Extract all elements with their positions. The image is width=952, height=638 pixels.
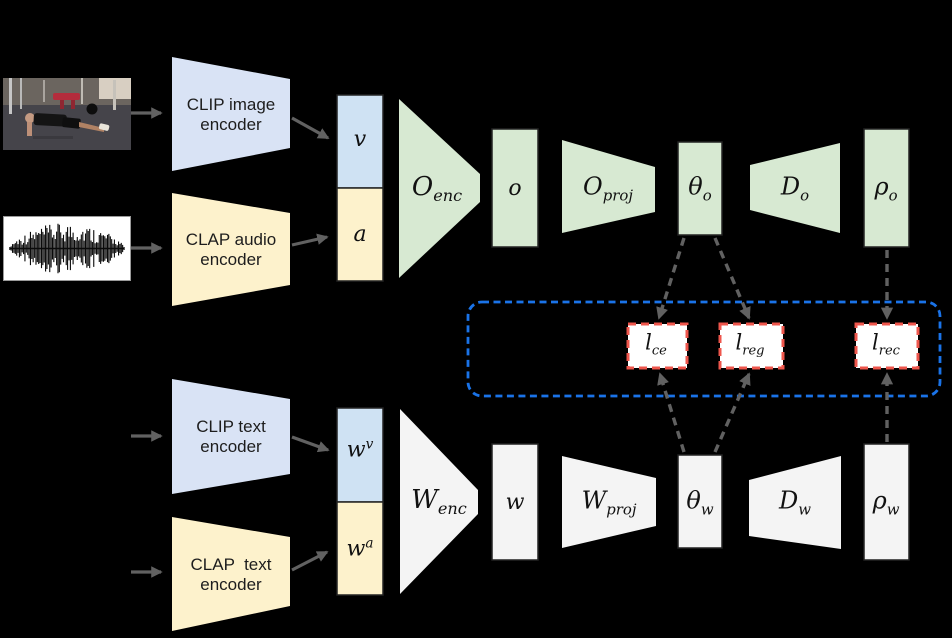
label-line: encoder <box>200 250 262 269</box>
video-frame-art <box>3 78 131 150</box>
v-label: v <box>353 127 367 152</box>
o-enc-label: Oenc <box>411 171 463 206</box>
l-rec-loss-box <box>854 322 920 370</box>
clap-audio-to-a-arrow <box>291 233 329 247</box>
theta-w-box <box>677 454 723 549</box>
rho-o-box <box>863 128 910 248</box>
w-a-label: wa <box>346 535 374 562</box>
theta-o-to-lce-arrow <box>656 237 686 320</box>
theta-o-label: θo <box>688 172 712 205</box>
clap-text-encoder-block <box>172 517 290 631</box>
label-line: CLIP text <box>196 417 266 436</box>
label-line: encoder <box>200 115 262 134</box>
w-proj-label: Wproj <box>581 486 637 519</box>
w-enc-label: Wenc <box>411 484 467 519</box>
theta-w-label: θw <box>686 486 714 519</box>
o-enc-block <box>399 99 480 278</box>
audio-waveform-art <box>9 223 125 274</box>
d-o-decoder-block <box>750 143 840 233</box>
clip-image-to-v-arrow <box>291 116 330 140</box>
o-proj-label: Oproj <box>583 172 633 205</box>
a-label: a <box>353 222 367 247</box>
clip-image-encoder-block <box>172 57 290 171</box>
o-feature-box <box>491 128 539 248</box>
rho-w-box <box>863 443 910 561</box>
l-reg-loss-box <box>718 322 785 370</box>
theta-w-to-lce-arrow <box>657 372 686 453</box>
clip-text-encoder-block <box>172 379 290 494</box>
w-a-feature-box <box>336 501 384 596</box>
w-v-label: wv <box>346 436 374 463</box>
clip-text-to-wv-arrow <box>291 435 330 453</box>
audio-waveform-thumbnail <box>3 216 131 281</box>
label-line: CLAP audio <box>185 230 277 249</box>
o-label: o <box>508 176 522 201</box>
theta-o-box <box>677 141 723 236</box>
rho-o-label: ρo <box>874 172 898 205</box>
label-line: CLAP text <box>190 555 272 574</box>
loss-group-outline <box>466 300 942 398</box>
w-proj-block <box>562 456 656 548</box>
d-w-decoder-block <box>749 456 841 549</box>
video-frame-thumbnail <box>3 78 131 150</box>
theta-o-to-lreg-arrow <box>713 237 751 320</box>
w-enc-block <box>400 409 478 594</box>
l-ce-label: lce <box>645 330 667 359</box>
clap-audio-encoder-block <box>172 193 290 306</box>
w-feature-box <box>491 443 539 561</box>
label-line: encoder <box>200 437 262 456</box>
d-o-label: Do <box>780 172 810 205</box>
d-w-label: Dw <box>779 486 811 519</box>
label-line: encoder <box>200 575 262 594</box>
w-label: w <box>505 490 525 515</box>
v-feature-box <box>336 94 384 189</box>
theta-w-to-lreg-arrow <box>713 372 751 453</box>
o-proj-block <box>562 140 655 233</box>
l-rec-label: lrec <box>872 330 900 359</box>
a-feature-box <box>336 187 384 282</box>
l-reg-label: lreg <box>735 330 765 359</box>
clap-text-to-wa-arrow <box>291 550 329 572</box>
rho-w-label: ρw <box>872 486 900 519</box>
l-ce-loss-box <box>626 322 689 370</box>
label-line: CLIP image <box>186 95 276 114</box>
